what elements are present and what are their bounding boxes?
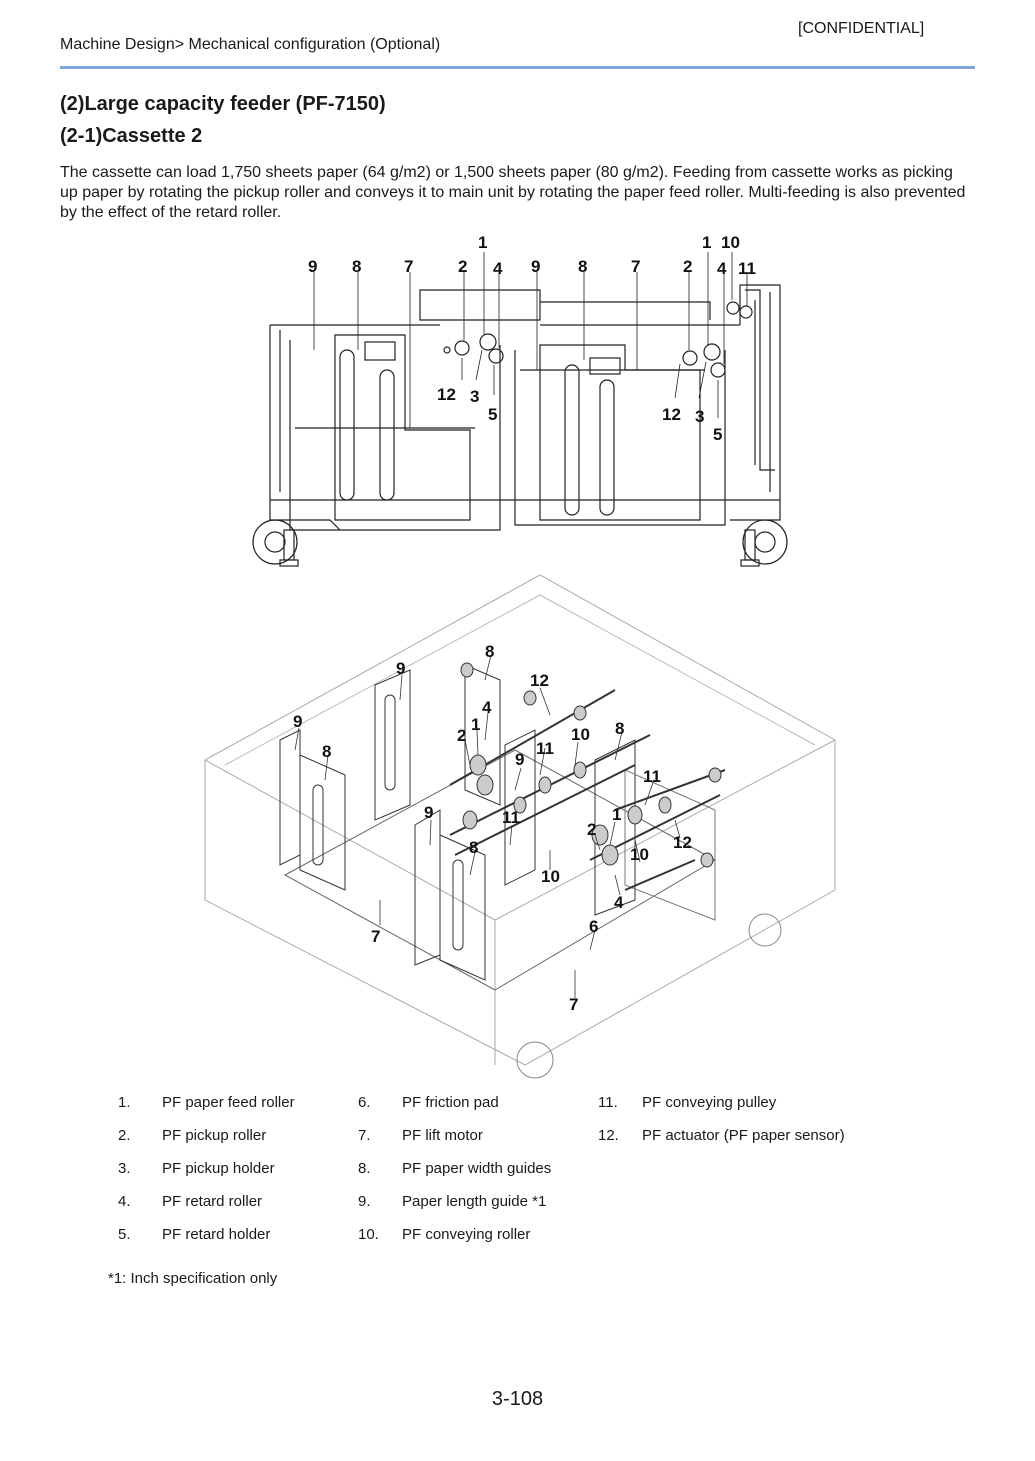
callout-1: 1	[612, 805, 621, 824]
cassette-cross-section-figure: 1 1 10 9 8 7 2 4 9 8 7 2 4 11 12 3 5 12 …	[240, 230, 800, 575]
callout-11: 11	[502, 808, 520, 827]
callout-1: 1	[471, 715, 480, 734]
callout-2: 2	[457, 726, 466, 745]
legend-label: PF lift motor	[402, 1127, 483, 1144]
legend-num: 4.	[118, 1193, 131, 1210]
legend-num: 6.	[358, 1094, 371, 1111]
footnote: *1: Inch specification only	[108, 1270, 278, 1287]
callout-8: 8	[352, 257, 361, 276]
callout-9: 9	[515, 750, 524, 769]
callout-7: 7	[631, 257, 640, 276]
legend-num: 10.	[358, 1226, 379, 1243]
callout-7: 7	[371, 927, 380, 946]
callout-9: 9	[293, 712, 302, 731]
legend-label: PF paper width guides	[402, 1160, 552, 1177]
legend-num: 11.	[598, 1094, 618, 1111]
section-subtitle: (2-1)Cassette 2	[60, 125, 203, 147]
parts-legend-col1: 1. PF paper feed roller 2. PF pickup rolle…	[118, 1094, 338, 1264]
parts-legend-col2: 6. PF friction pad 7. PF lift motor 8. PF p…	[358, 1094, 588, 1264]
legend-num: 8.	[358, 1160, 371, 1177]
callout-5: 5	[713, 425, 722, 444]
section-title: (2)Large capacity feeder (PF-7150)	[60, 93, 386, 115]
callout-1: 1	[478, 233, 487, 252]
legend-label: PF pickup roller	[162, 1127, 267, 1144]
legend-label: PF retard roller	[162, 1193, 263, 1210]
callout-8: 8	[578, 257, 587, 276]
callout-9: 9	[424, 803, 433, 822]
legend-num: 7.	[358, 1127, 371, 1144]
callout-12: 12	[673, 833, 692, 852]
page-number: 3-108	[491, 1388, 544, 1410]
callout-4: 4	[482, 698, 492, 717]
legend-num: 2.	[118, 1127, 131, 1144]
legend-label: PF actuator (PF paper sensor)	[642, 1127, 845, 1144]
callout-9: 9	[308, 257, 317, 276]
cassette-isometric-figure: 8 9 12 4 9 1 2 11 10 8 8 9 11 9 11 1 2 1…	[195, 570, 845, 1090]
callout-5: 5	[488, 405, 497, 424]
callout-4: 4	[717, 259, 727, 278]
callout-2: 2	[458, 257, 467, 276]
breadcrumb: Machine Design> Mechanical configuration…	[60, 36, 441, 53]
legend-label: PF conveying roller	[402, 1226, 531, 1243]
callout-8: 8	[485, 642, 494, 661]
callout-12: 12	[437, 385, 456, 404]
callout-3: 3	[470, 387, 479, 406]
callout-8: 8	[469, 838, 478, 857]
callout-10: 10	[571, 725, 590, 744]
callout-11: 11	[536, 739, 554, 758]
callout-4: 4	[493, 259, 503, 278]
header-rule	[60, 66, 975, 69]
callout-6: 6	[589, 917, 598, 936]
callout-2: 2	[683, 257, 692, 276]
legend-num: 9.	[358, 1193, 371, 1210]
callout-3: 3	[695, 407, 704, 426]
callout-12: 12	[662, 405, 681, 424]
legend-label: PF pickup holder	[162, 1160, 275, 1177]
legend-num: 3.	[118, 1160, 131, 1177]
callout-8: 8	[322, 742, 331, 761]
callout-12: 12	[530, 671, 549, 690]
callout-1: 1	[702, 233, 711, 252]
parts-legend-col3: 11. PF conveying pulley 12. PF actuator (P…	[598, 1094, 898, 1154]
legend-label: Paper length guide *1	[402, 1193, 547, 1210]
callout-7: 7	[404, 257, 413, 276]
intro-paragraph: The cassette can load 1,750 sheets paper…	[60, 164, 966, 221]
callout-9: 9	[531, 257, 540, 276]
callout-11: 11	[643, 767, 661, 786]
legend-num: 12.	[598, 1127, 619, 1144]
callout-4: 4	[614, 893, 624, 912]
legend-label: PF conveying pulley	[642, 1094, 777, 1111]
callout-11: 11	[738, 259, 756, 278]
callout-10: 10	[541, 867, 560, 886]
legend-label: PF friction pad	[402, 1094, 499, 1111]
callout-7: 7	[569, 995, 578, 1014]
callout-9: 9	[396, 659, 405, 678]
callout-2: 2	[587, 820, 596, 839]
legend-num: 1.	[118, 1094, 131, 1111]
callout-10: 10	[721, 233, 740, 252]
legend-label: PF paper feed roller	[162, 1094, 295, 1111]
callout-8: 8	[615, 719, 624, 738]
legend-label: PF retard holder	[162, 1226, 271, 1243]
legend-num: 5.	[118, 1226, 131, 1243]
callout-10: 10	[630, 845, 649, 864]
confidential-label: [CONFIDENTIAL]	[798, 20, 925, 37]
